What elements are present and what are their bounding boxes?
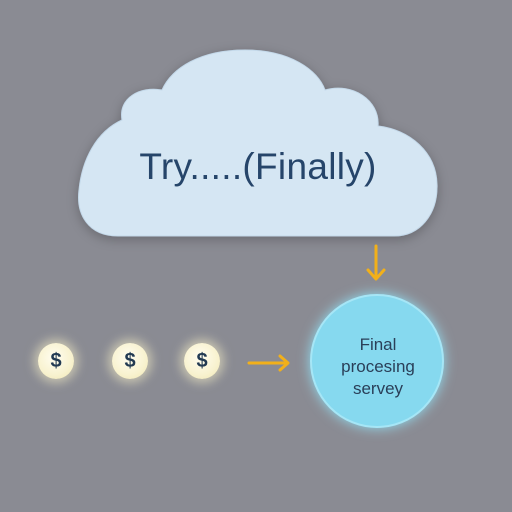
dollar-icon: $ bbox=[124, 350, 136, 372]
cloud-shape bbox=[78, 49, 438, 237]
dollar-icon: $ bbox=[50, 350, 62, 372]
dollar-icon: $ bbox=[196, 350, 208, 372]
server-label: Final procesing servey bbox=[312, 334, 444, 400]
coin-1: $ bbox=[38, 343, 74, 379]
coin-3: $ bbox=[184, 343, 220, 379]
cloud-label: Try.....(Finally) bbox=[139, 146, 377, 187]
arrow-cloud-to-server bbox=[366, 244, 386, 281]
arrow-coins-to-server bbox=[247, 354, 290, 372]
server-label-line-1: Final bbox=[359, 335, 397, 354]
coin-2: $ bbox=[112, 343, 148, 379]
server-label-line-3: servey bbox=[352, 379, 404, 398]
server-label-line-2: procesing bbox=[341, 357, 415, 376]
server-circle bbox=[310, 294, 444, 428]
